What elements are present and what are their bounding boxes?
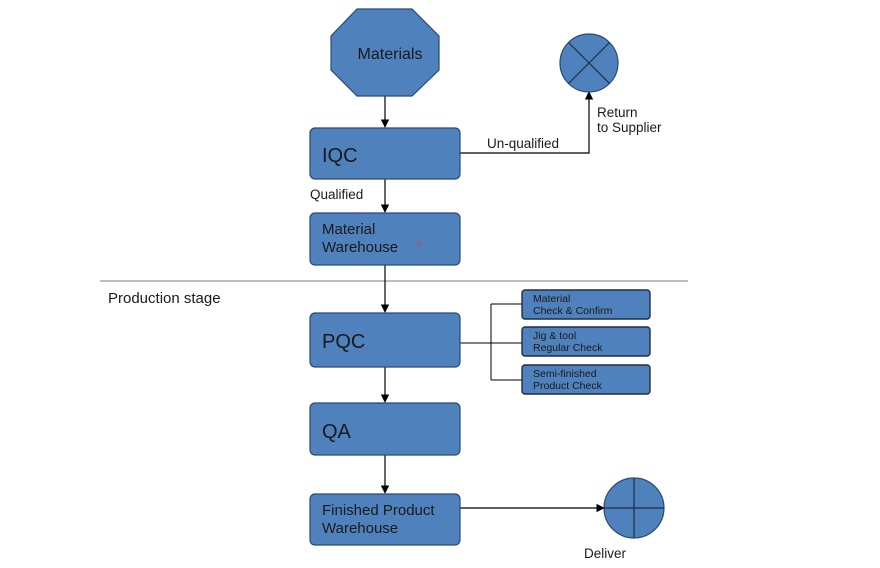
pqc-node <box>309 312 461 368</box>
x-mark-icon: × <box>416 238 422 250</box>
iqc-node <box>309 127 461 180</box>
check-jig-line2: Regular Check <box>533 342 603 354</box>
materials-node <box>330 8 440 97</box>
qa-node <box>309 402 461 456</box>
material-warehouse-label-line1: Material <box>322 221 375 238</box>
finished-warehouse-label-line1: Finished Product <box>322 502 435 519</box>
check-semi-line2: Product Check <box>533 380 603 392</box>
circle-x-icon <box>559 33 619 93</box>
pqc-label: PQC <box>322 331 365 353</box>
material-warehouse-node <box>309 212 461 266</box>
finished-warehouse-node <box>309 493 461 546</box>
qualified-label: Qualified <box>310 187 363 202</box>
material-warehouse-label-line2: Warehouse <box>322 239 398 256</box>
materials-label: Materials <box>358 46 423 63</box>
check-semi-line1: Semi-finished <box>533 368 597 380</box>
check-box-material <box>521 289 651 320</box>
production-stage-label: Production stage <box>108 290 221 307</box>
qa-label: QA <box>322 421 352 443</box>
arrow-iqc-to-return <box>460 91 594 154</box>
check-box-jig-tool <box>521 326 651 357</box>
check-material-line2: Check & Confirm <box>533 305 613 317</box>
finished-warehouse-label-line2: Warehouse <box>322 520 398 537</box>
check-jig-line1: Jig & tool <box>533 330 576 342</box>
return-label-line1: Return <box>597 105 638 120</box>
check-box-semi-finished <box>521 364 651 395</box>
deliver-label: Deliver <box>584 546 627 561</box>
return-label-line2: to Supplier <box>597 120 662 135</box>
iqc-label: IQC <box>322 145 358 167</box>
check-material-line1: Material <box>533 293 570 305</box>
unqualified-label: Un-qualified <box>487 136 559 151</box>
circle-cross-icon <box>603 477 665 539</box>
